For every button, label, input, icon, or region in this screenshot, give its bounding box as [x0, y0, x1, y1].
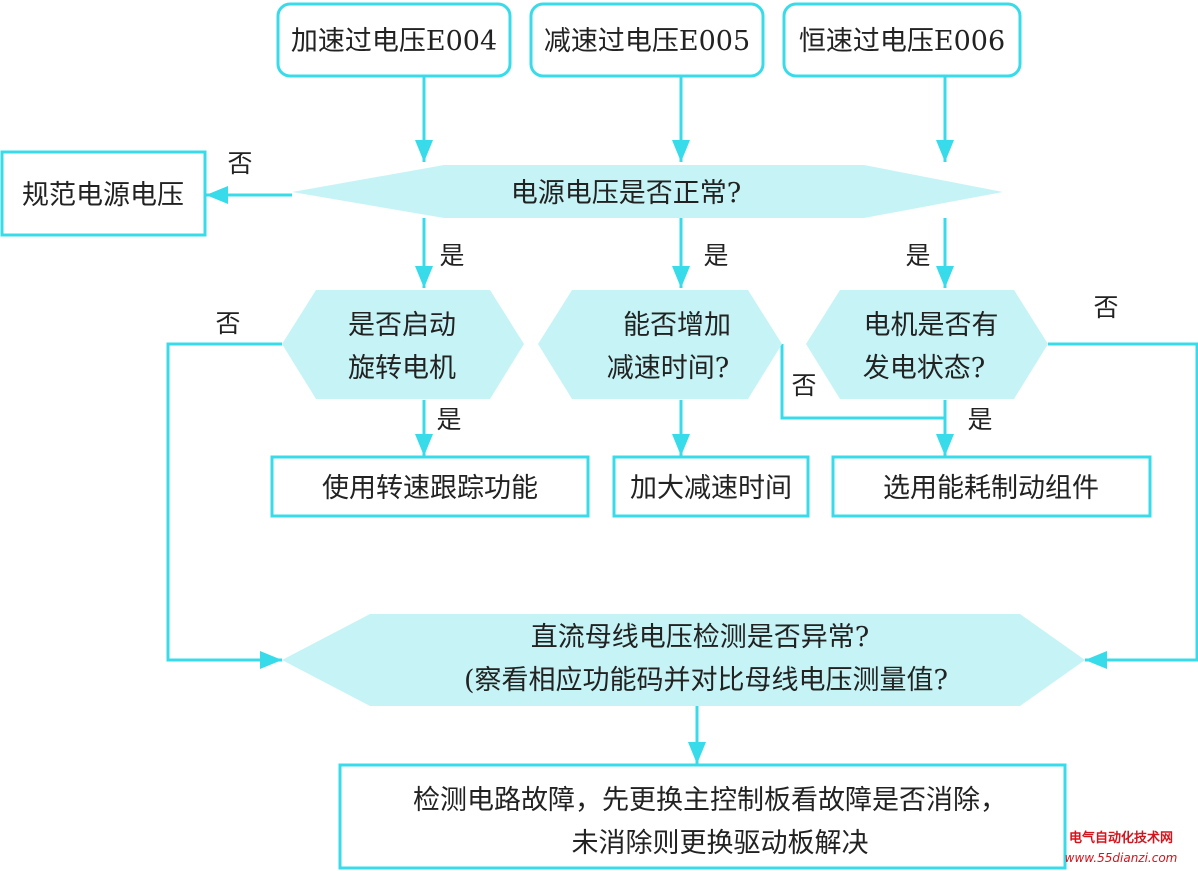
- generating-yes-out-label: 是: [967, 405, 992, 434]
- arrow-generating-no-to-dcbus: [1048, 342, 1198, 669]
- decision-generating: [806, 290, 1048, 399]
- speed-tracking-label: 使用转速跟踪功能: [322, 473, 538, 504]
- decel-time-no-label: 否: [791, 371, 816, 400]
- dc-bus-line1: 直流母线电压检测是否异常?: [531, 622, 869, 653]
- box-fix-supply: [0, 150, 207, 237]
- decel-time-yes-in-label: 是: [703, 241, 728, 270]
- code-constant-label: 恒速过电压E006: [799, 26, 1005, 57]
- box-speed-tracking: [270, 455, 590, 518]
- restart-yes-in-label: 是: [439, 241, 464, 270]
- restart-line1: 是否启动: [348, 310, 456, 341]
- decision-restart: [282, 290, 524, 399]
- decision-decel-time: [538, 290, 782, 399]
- arrow-restart-no-to-dcbus: [166, 342, 282, 669]
- restart-line2: 旋转电机: [348, 353, 456, 384]
- restart-no-label: 否: [215, 309, 240, 338]
- decision-dc-bus: [282, 614, 1085, 706]
- decision-supply-voltage: [292, 165, 1003, 218]
- final-line2: 未消除则更换驱动板解决: [572, 828, 869, 859]
- watermark-url: www.55dianzi.com: [1065, 851, 1178, 865]
- dc-bus-line2: (察看相应功能码并对比母线电压测量值?: [464, 665, 948, 696]
- generating-line1: 电机是否有: [864, 310, 999, 341]
- code-box-constant: [782, 2, 1022, 78]
- restart-yes-out-label: 是: [436, 405, 461, 434]
- box-final-action: [338, 763, 1067, 870]
- box-increase-decel: [612, 455, 810, 518]
- code-box-decel: [529, 2, 765, 78]
- increase-decel-label: 加大减速时间: [630, 473, 792, 504]
- braking-unit-label: 选用能耗制动组件: [883, 473, 1099, 504]
- final-line1: 检测电路故障，先更换主控制板看故障是否消除，: [413, 785, 1007, 816]
- supply-question: 电源电压是否正常?: [511, 178, 741, 209]
- watermark-name: 电气自动化技术网: [1069, 830, 1173, 846]
- fix-supply-label: 规范电源电压: [22, 180, 184, 211]
- arrow-decel-time-no: [780, 344, 945, 420]
- decel-time-line2: 减速时间?: [607, 353, 729, 384]
- code-decel-label: 减速过电压E005: [544, 26, 750, 57]
- code-box-accel: [276, 2, 512, 78]
- watermark: 电气自动化技术网 www.55dianzi.com: [1065, 830, 1178, 865]
- supply-no-label: 否: [227, 149, 252, 178]
- generating-line2: 发电状态?: [863, 353, 985, 384]
- generating-no-label: 否: [1093, 293, 1118, 322]
- code-accel-label: 加速过电压E004: [291, 26, 497, 57]
- box-braking-unit: [831, 455, 1152, 518]
- decel-time-line1: 能否增加: [623, 310, 731, 341]
- generating-yes-in-label: 是: [905, 241, 930, 270]
